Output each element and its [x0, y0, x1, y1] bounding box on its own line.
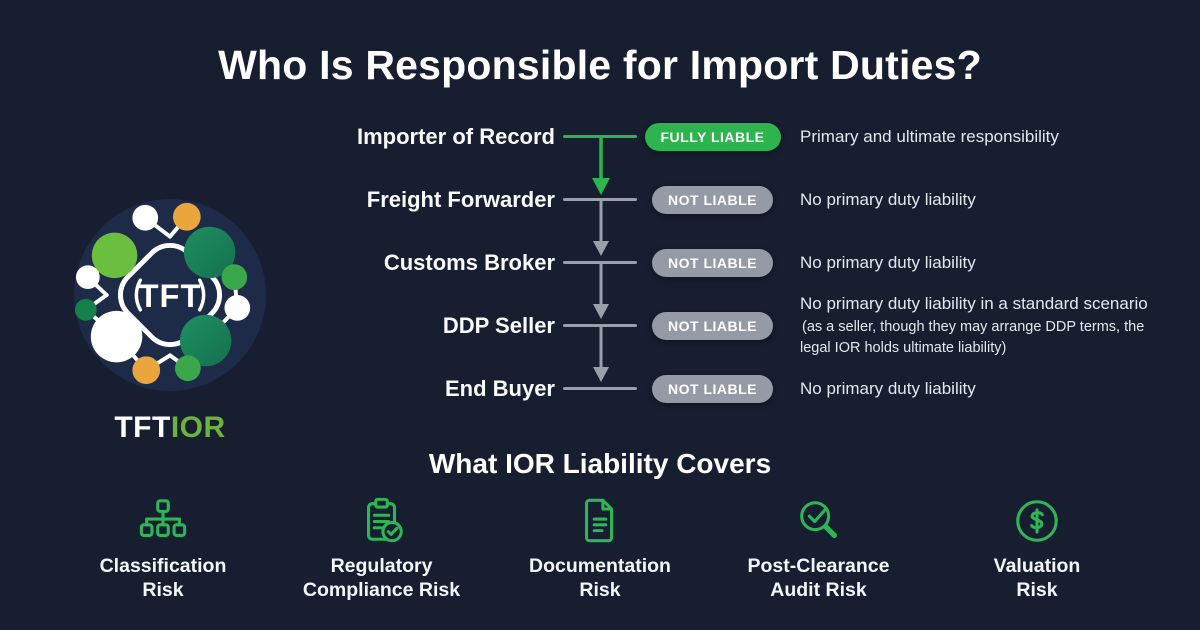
liability-description: Primary and ultimate responsibility	[800, 126, 1061, 148]
brand-name: TFTIOR	[71, 411, 269, 445]
party-label: Importer of Record	[356, 123, 555, 149]
description-text: No primary duty liability	[800, 378, 976, 398]
connector-line	[555, 294, 645, 357]
not-liable-badge: NOT LIABLE	[652, 311, 773, 340]
liability-description: No primary duty liability	[800, 378, 978, 400]
party-label: DDP Seller	[442, 312, 555, 338]
post-clearance-audit-magnifier-icon	[794, 492, 844, 546]
logo-monogram: TFT	[139, 277, 202, 314]
connector-line	[555, 231, 645, 294]
connector-line	[555, 168, 645, 231]
liability-flow: Importer of Record FULLY LIABLE Primary …	[330, 105, 1180, 420]
badge-cell: NOT LIABLE	[645, 248, 780, 277]
tft-logo: TFT	[73, 198, 267, 392]
not-liable-badge: NOT LIABLE	[652, 374, 773, 403]
classification-hierarchy-icon	[138, 492, 188, 546]
liability-description: No primary duty liability in a standard …	[800, 293, 1162, 358]
connector-line	[555, 357, 645, 420]
description-text: No primary duty liability	[800, 252, 976, 272]
badge-cell: FULLY LIABLE	[644, 122, 781, 151]
badge-cell: NOT LIABLE	[645, 185, 780, 214]
not-liable-badge: NOT LIABLE	[652, 248, 773, 277]
logo-parentheses	[134, 278, 206, 312]
covers-heading: What IOR Liability Covers	[428, 448, 772, 479]
fully-liable-badge: FULLY LIABLE	[644, 122, 781, 151]
description-text: No primary duty liability	[800, 189, 976, 209]
liability-description: No primary duty liability	[800, 189, 978, 211]
party-label: Customs Broker	[383, 249, 555, 275]
page-title: Who Is Responsible for Import Duties?	[218, 42, 982, 88]
description-detail: (as a seller, though they may arrange DD…	[800, 318, 1145, 357]
brand-ior: IOR	[170, 411, 226, 444]
liability-row-end-buyer: End Buyer NOT LIABLE No primary duty lia…	[330, 357, 1180, 420]
brand-block: TFT TFTIOR	[71, 196, 269, 445]
liability-row-importer: Importer of Record FULLY LIABLE Primary …	[330, 105, 1180, 168]
liability-row-broker: Customs Broker NOT LIABLE No primary dut…	[330, 231, 1180, 294]
logo-nodes	[74, 202, 251, 385]
documentation-file-icon	[575, 492, 625, 546]
brand-tft: TFT	[114, 411, 171, 444]
description-text: Primary and ultimate responsibility	[800, 126, 1059, 146]
not-liable-badge: NOT LIABLE	[652, 185, 773, 214]
regulatory-clipboard-check-icon	[357, 492, 407, 546]
badge-cell: NOT LIABLE	[645, 311, 780, 340]
liability-description: No primary duty liability	[800, 252, 978, 274]
valuation-dollar-icon	[1012, 492, 1062, 546]
description-text: No primary duty liability in a standard …	[800, 293, 1148, 313]
liability-row-forwarder: Freight Forwarder NOT LIABLE No primary …	[330, 168, 1180, 231]
badge-cell: NOT LIABLE	[645, 374, 780, 403]
party-label: Freight Forwarder	[366, 186, 555, 212]
party-label: End Buyer	[444, 375, 555, 401]
connector-line	[555, 105, 645, 168]
liability-row-ddp-seller: DDP Seller NOT LIABLE No primary duty li…	[330, 294, 1180, 357]
